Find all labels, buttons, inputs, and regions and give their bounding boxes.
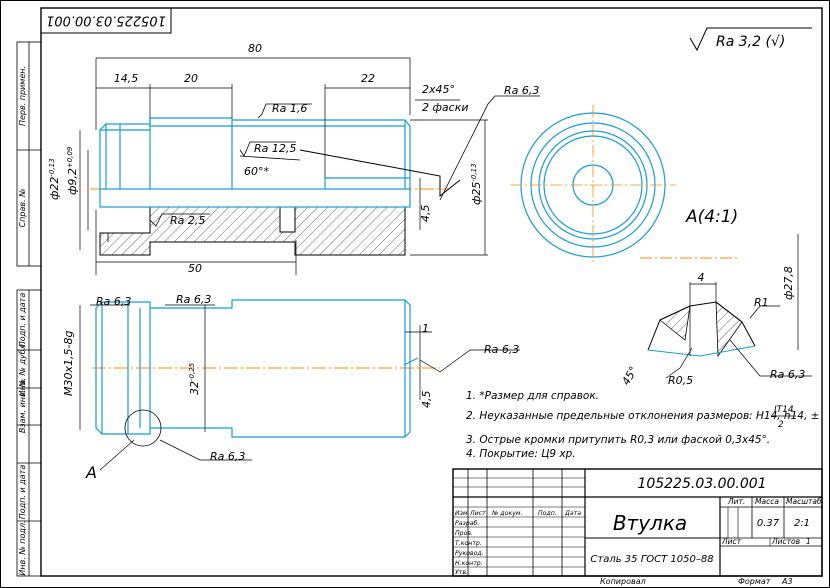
format-value: А3 [781,577,793,586]
stamp-sprav: Справ. № [18,189,27,228]
role-4: Н.контр. [455,560,483,567]
sheets-label: Листов [771,537,800,546]
note-fraction-den: 2 [778,420,784,430]
dim-d22: ф22-0,13 [48,158,61,200]
col-mass: Масса [755,497,779,506]
stamp-vzam-inv: Взам. инв. № [18,379,27,433]
ra-6-3-e: Ra 6,3 [210,450,245,463]
general-roughness: Ra 3,2 (√) [689,27,812,52]
view-a-label: А [85,463,97,482]
note-3: 3. Острые кромки притупить R0,3 или фаск… [466,434,770,446]
dim-two-chamfers: 2 фаски [422,101,468,114]
stamp-podp-data-2: Подп. и дата [18,465,27,520]
ra-6-3-main: Ra 6,3 [504,84,539,97]
material: Сталь 35 ГОСТ 1050–88 [590,554,713,565]
dim-60: 60°* [244,165,269,178]
lower-dimensions [79,304,520,471]
hdr-date: Дата [564,510,581,517]
sheet-label: Лист [721,537,742,546]
view-a-title: А(4:1) [685,207,738,227]
dim-d32: 32-0,25 [188,362,201,395]
designation-main: 105225.03.00.001 [637,476,766,492]
main-section-view [90,117,461,256]
mass-value: 0.37 [757,518,780,529]
main-dimensions [79,57,488,275]
dim-thread: M30х1,5-8g [62,331,75,396]
dim-80: 80 [248,42,262,55]
stamp-perv-primen: Перв. примен. [18,66,27,126]
end-view [510,105,676,265]
dim-r05: R0,5 [668,374,693,387]
svg-text:Ra 3,2 (√): Ra 3,2 (√) [716,34,785,50]
dim-d9-2: ф9,2+0,09 [66,146,79,195]
notes: 1. *Размер для справок. 2. Неуказанные п… [466,390,819,460]
ra-1-6: Ra 1,6 [272,102,307,115]
ra-6-3-c: Ra 6,3 [176,293,211,306]
dim-chamfer: 2х45° [422,83,455,96]
note-fraction-num: IT14 [774,405,794,415]
role-1: Пров. [455,530,473,537]
dim-20: 20 [184,72,198,85]
hdr-list: Лист [469,510,486,517]
lower-view [92,299,440,447]
dim-1: 1 [422,322,429,335]
dim-4-5-lower: 4,5 [420,391,433,409]
side-stamp [16,41,42,577]
ra-6-3-d: Ra 6,3 [484,343,519,356]
detail-view-a [640,234,812,379]
dim-d25: ф25-0,13 [470,163,483,205]
role-0: Разраб. [455,519,479,527]
dim-4-5: 4,5 [419,205,432,223]
stamp-inv-dubl: Инв. № дубл. [18,342,27,397]
dim-4: 4 [698,271,705,284]
role-2: Т.контр. [455,540,482,547]
role-3: Руковод. [455,550,484,557]
title-block [452,468,823,577]
dim-45: 45° [619,364,640,387]
hdr-doc: № докум. [491,510,523,517]
sheets-count: 1 [806,537,811,546]
dim-50: 50 [188,262,202,275]
dim-14-5: 14,5 [114,72,139,85]
part-name: Втулка [613,511,687,535]
designation-box-top [40,7,172,34]
dim-r1: R1 [754,296,769,309]
note-2: 2. Неуказанные предельные отклонения раз… [466,410,819,422]
hdr-sign: Подп. [538,510,557,517]
copied-label: Копировал [600,577,646,586]
dim-d27-8: ф27,8 [782,266,795,300]
col-lit: Лит. [727,497,745,506]
col-scale: Масштаб [786,497,822,506]
designation-mirrored: 105225.03.00.001 [46,13,166,28]
note-1: 1. *Размер для справок. [466,390,599,402]
format-label: Формат [738,577,771,586]
note-4: 4. Покрытие: Ц9 хр. [466,448,576,460]
roughness-callouts-main [149,95,540,227]
scale-value: 2:1 [794,518,810,529]
role-5: Утв. [455,569,468,576]
hdr-izm: Изм [455,510,468,517]
ra-12-5: Ra 12,5 [254,142,296,155]
ra-6-3-b: Ra 6,3 [96,295,131,308]
stamp-inv-podl: Инв. № подл. [18,520,27,575]
ra-2-5: Ra 2,5 [170,214,205,227]
stamp-podp-data-1: Подп. и дата [18,293,27,348]
ra-6-3-f: Ra 6,3 [770,368,805,381]
dim-22: 22 [361,72,375,85]
